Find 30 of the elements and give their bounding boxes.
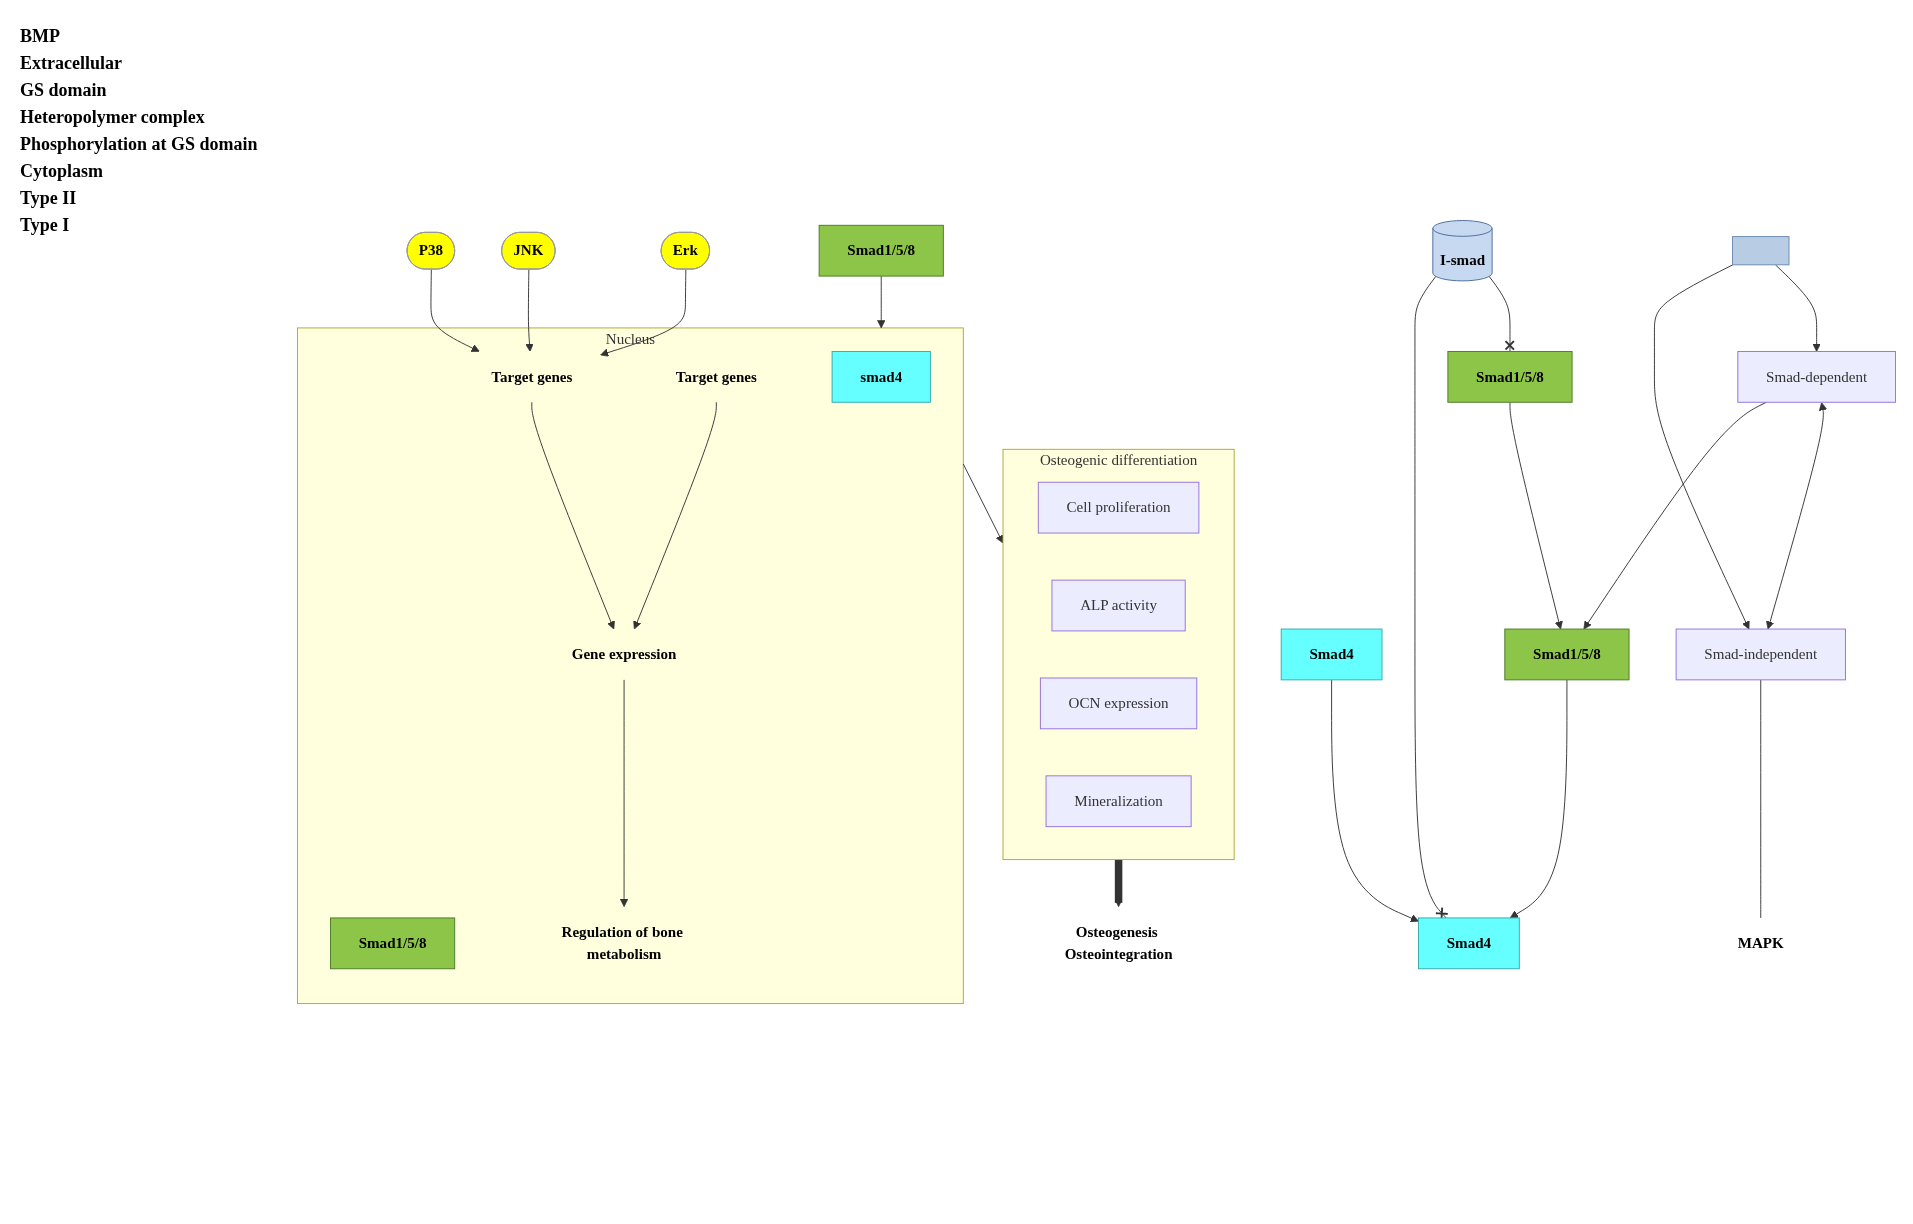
node-box: Smad1/5/8	[818, 224, 944, 277]
diagram-label: Extracellular	[20, 53, 123, 74]
node-box: Smad1/5/8	[330, 917, 456, 970]
diagram-label: BMP	[20, 26, 61, 47]
diagram-label: GS domain	[20, 80, 108, 101]
diagram-label: Heteropolymer complex	[20, 107, 206, 128]
node-text: MAPK	[1737, 934, 1784, 951]
node-text: Target genes	[675, 368, 757, 385]
diagram-label: Type I	[20, 215, 71, 236]
node-box: OCN expression	[1039, 677, 1198, 730]
node-box: Cell proliferation	[1037, 481, 1200, 534]
node-box: Smad4	[1418, 917, 1520, 970]
node-box: smad4	[831, 350, 931, 403]
node-box: Smad1/5/8	[1504, 628, 1630, 681]
node-box: Smad1/5/8	[1447, 350, 1573, 403]
node-text: Regulation of bone metabolism	[561, 923, 683, 963]
arrow	[1114, 859, 1123, 907]
node-box: Smad4	[1280, 628, 1383, 681]
node-text: Gene expression	[571, 645, 677, 662]
diagram-label: Cytoplasm	[20, 161, 104, 182]
node-box: ALP activity	[1051, 579, 1186, 632]
connector	[1760, 679, 1762, 919]
node-box: Smad-dependent	[1737, 350, 1896, 403]
node-box	[1732, 236, 1790, 266]
diagram-label: Type II	[20, 188, 78, 209]
node-text: Osteogenesis Osteointegration	[1064, 923, 1173, 963]
diagram-label: Phosphorylation at GS domain	[20, 134, 259, 155]
node-box: Mineralization	[1045, 775, 1192, 828]
node-box: Smad-independent	[1675, 628, 1846, 681]
node-text: Target genes	[491, 368, 573, 385]
